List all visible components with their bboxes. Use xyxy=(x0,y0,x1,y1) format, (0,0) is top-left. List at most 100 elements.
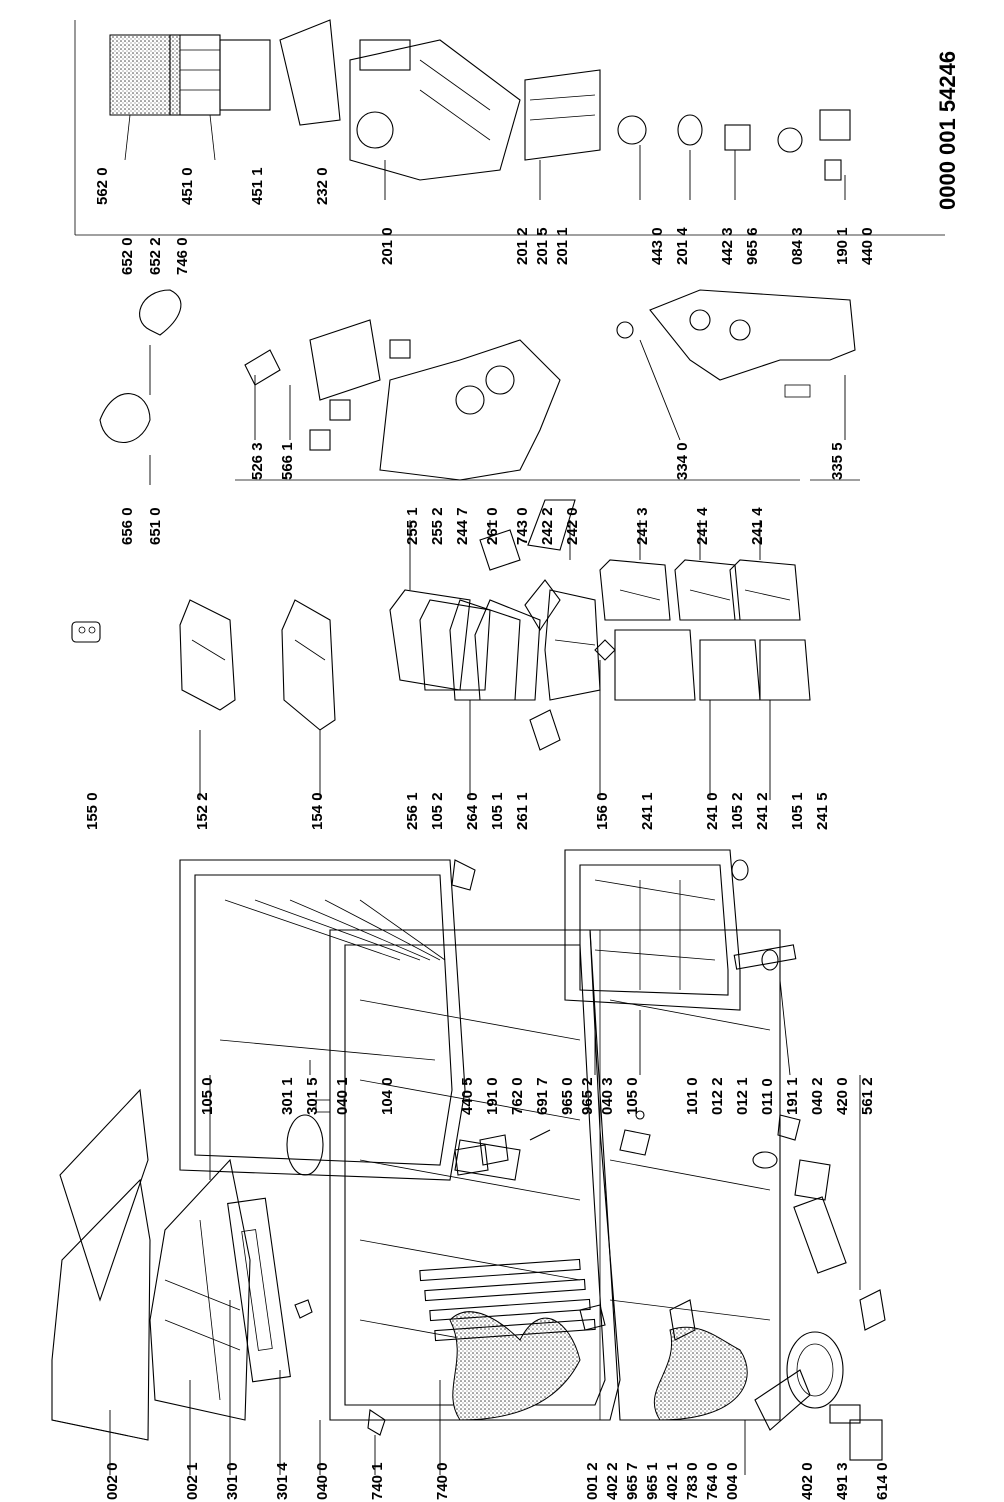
callout-label: 651 0 xyxy=(147,507,164,545)
callout-label: 191 0 xyxy=(484,1077,501,1115)
callout-label: 201 5 xyxy=(534,227,551,265)
freezer-drawers-241 xyxy=(599,559,811,701)
callout-label: 965 2 xyxy=(579,1077,596,1115)
top-cover-002-1 xyxy=(149,1158,251,1421)
callout-label: 255 2 xyxy=(429,507,446,545)
callout-label: 443 0 xyxy=(649,227,666,265)
callout-label: 040 2 xyxy=(809,1077,826,1115)
air-duct-743-0 xyxy=(244,319,561,481)
callout-label: 201 1 xyxy=(554,227,571,265)
callout-label: 002 0 xyxy=(104,1462,121,1500)
callout-label: 191 1 xyxy=(784,1077,801,1115)
callout-label: 740 0 xyxy=(434,1462,451,1500)
callout-label: 402 1 xyxy=(664,1462,681,1500)
callout-label: 105 2 xyxy=(429,792,446,830)
fridge-door-104-0 xyxy=(179,859,521,1181)
callout-label: 242 2 xyxy=(539,507,556,545)
callout-label: 105 1 xyxy=(489,792,506,830)
callout-label: 402 2 xyxy=(604,1462,621,1500)
power-cord-652-0 xyxy=(99,289,182,444)
callout-label: 105 1 xyxy=(789,792,806,830)
callout-label: 491 3 xyxy=(834,1462,851,1500)
serial-number: 0000 001 54246 xyxy=(935,51,960,210)
callout-label: 201 2 xyxy=(514,227,531,265)
callout-label: 012 2 xyxy=(709,1077,726,1115)
callout-label: 965 1 xyxy=(644,1462,661,1500)
callout-label: 561 2 xyxy=(859,1077,876,1115)
callout-label: 241 0 xyxy=(704,792,721,830)
callout-label: 743 0 xyxy=(514,507,531,545)
callout-label: 241 2 xyxy=(754,792,771,830)
callout-label: 105 2 xyxy=(729,792,746,830)
evaporator-cover-335 xyxy=(616,289,856,398)
top-cover-002-0 xyxy=(51,1088,151,1441)
callout-label: 402 0 xyxy=(799,1462,816,1500)
callout-label: 242 0 xyxy=(564,507,581,545)
callout-label: 105 0 xyxy=(199,1077,216,1115)
callout-label: 764 0 xyxy=(704,1462,721,1500)
door-balcony-154-0 xyxy=(281,599,336,731)
callout-label: 566 1 xyxy=(279,442,296,480)
callout-label: 691 7 xyxy=(534,1077,551,1115)
evaporator-coil-562 xyxy=(109,19,341,161)
callout-label: 241 3 xyxy=(634,507,651,545)
callout-label: 762 0 xyxy=(509,1077,526,1115)
callout-label: 201 0 xyxy=(379,227,396,265)
callout-label: 301 4 xyxy=(274,1462,291,1500)
callout-label: 264 0 xyxy=(464,792,481,830)
callout-label: 040 3 xyxy=(599,1077,616,1115)
glass-shelves-255 xyxy=(389,589,541,701)
callout-label: 004 0 xyxy=(724,1462,741,1500)
callout-label: 746 0 xyxy=(174,237,191,275)
small-fittings xyxy=(454,1110,831,1201)
duct-strips-201 xyxy=(524,69,601,161)
callout-label: 154 0 xyxy=(309,792,326,830)
callout-label: 104 0 xyxy=(379,1077,396,1115)
callout-label: 965 6 xyxy=(744,227,761,265)
callout-label: 084 3 xyxy=(789,227,806,265)
callout-label: 101 0 xyxy=(684,1077,701,1115)
callout-label: 040 1 xyxy=(334,1077,351,1115)
callout-label: 190 1 xyxy=(834,227,851,265)
egg-tray-155-0 xyxy=(71,621,101,643)
callout-label: 301 5 xyxy=(304,1077,321,1115)
callout-label: 440 0 xyxy=(859,227,876,265)
callout-label: 562 0 xyxy=(94,167,111,205)
crisper-bins-242 xyxy=(524,499,601,701)
leader-lines xyxy=(109,145,861,1475)
callout-label: 656 0 xyxy=(119,507,136,545)
compressor-402-0 xyxy=(754,1196,886,1461)
callout-label: 965 7 xyxy=(624,1462,641,1500)
callout-label: 156 0 xyxy=(594,792,611,830)
callout-label: 011 0 xyxy=(759,1078,776,1115)
condenser-740-0 xyxy=(419,1258,596,1342)
callout-label: 740 1 xyxy=(369,1462,386,1500)
door-balcony-152-2 xyxy=(179,599,236,711)
light-parts-261 xyxy=(479,529,561,751)
callout-label: 335 5 xyxy=(829,442,846,480)
callout-label: 965 0 xyxy=(559,1077,576,1115)
callout-label: 241 5 xyxy=(814,792,831,830)
callout-label: 420 0 xyxy=(834,1077,851,1115)
callout-label: 261 1 xyxy=(514,792,531,830)
callout-label: 255 1 xyxy=(404,507,421,545)
callout-label: 440 5 xyxy=(459,1077,476,1115)
callout-labels: 002 0 002 1 301 0 301 4 040 0 740 1 740 … xyxy=(84,167,891,1500)
callout-label: 155 0 xyxy=(84,792,101,830)
callout-label: 652 2 xyxy=(147,237,164,275)
fan-motor-parts xyxy=(617,109,851,181)
callout-label: 451 1 xyxy=(249,167,266,205)
fan-housing-201-0 xyxy=(349,39,521,181)
callout-label: 241 4 xyxy=(749,507,766,545)
callout-label: 261 0 xyxy=(484,507,501,545)
callout-label: 451 0 xyxy=(179,167,196,205)
callout-label: 232 0 xyxy=(314,167,331,205)
callout-label: 040 0 xyxy=(314,1462,331,1500)
control-panel-301-0 xyxy=(227,1197,291,1383)
callout-label: 244 7 xyxy=(454,507,471,545)
callout-label: 442 3 xyxy=(719,227,736,265)
callout-label: 105 0 xyxy=(624,1077,641,1115)
callout-label: 001 2 xyxy=(584,1462,601,1500)
callout-label: 526 3 xyxy=(249,442,266,480)
